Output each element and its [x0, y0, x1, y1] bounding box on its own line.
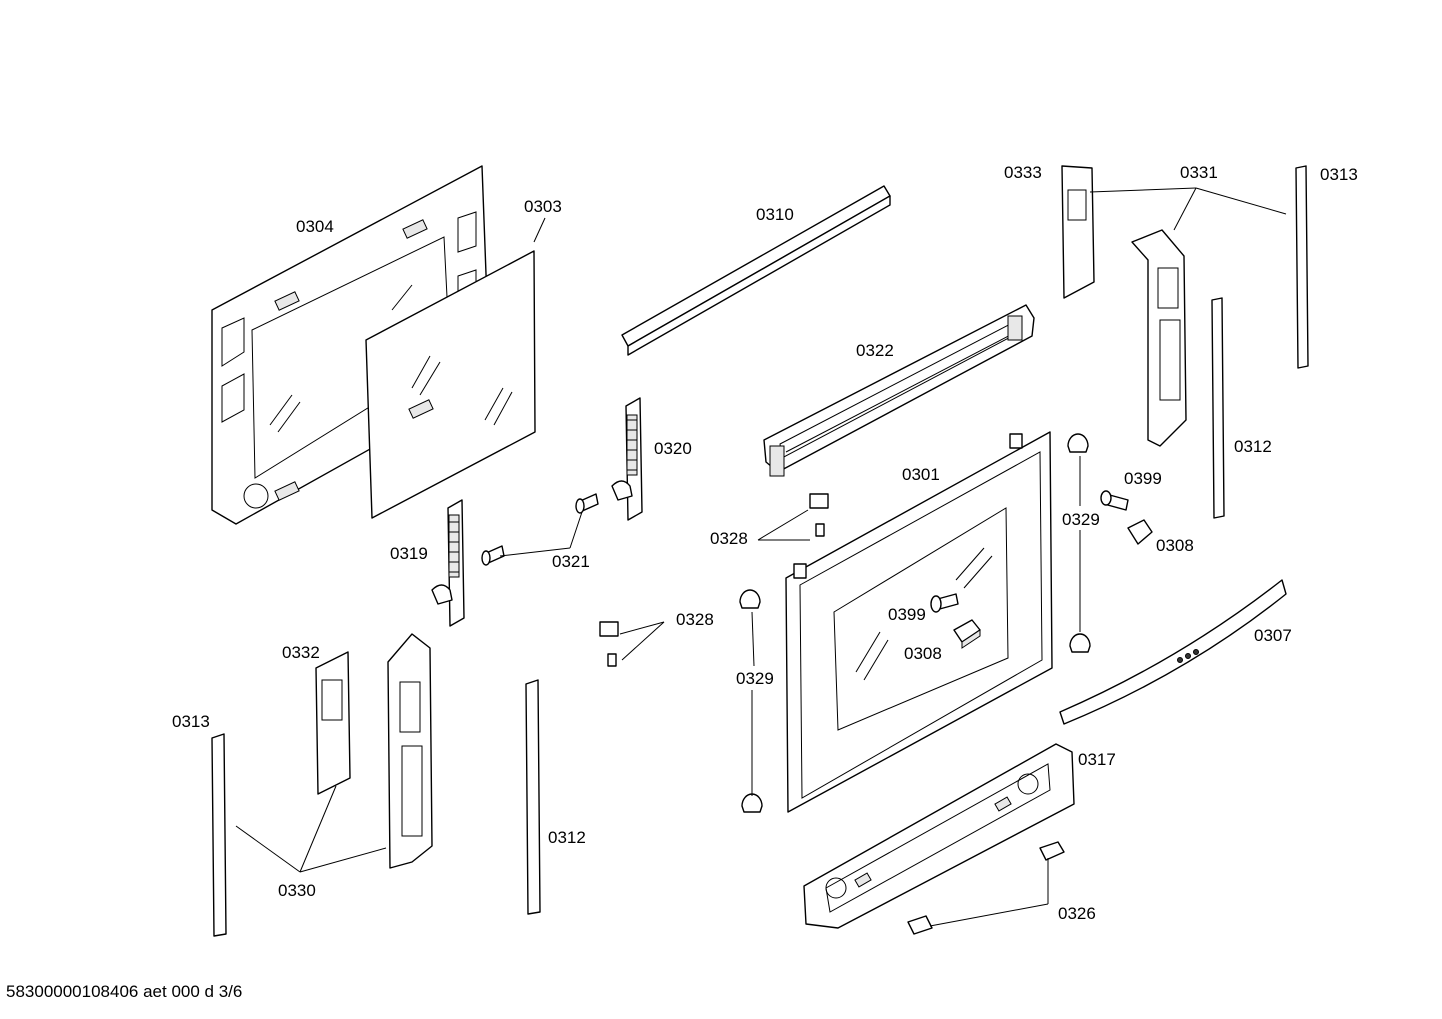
part-0313-strip-left — [211, 733, 227, 937]
label-0321: 0321 — [552, 552, 590, 571]
part-0310-top-strip — [621, 185, 891, 356]
part-0330-side-trim — [387, 633, 433, 869]
label-0303: 0303 — [524, 197, 562, 216]
document-code: 58300000108406 aet 000 d 3/6 — [6, 982, 242, 1001]
label-0319: 0319 — [390, 544, 428, 563]
label-0313-right: 0313 — [1320, 165, 1358, 184]
label-0320: 0320 — [654, 439, 692, 458]
label-0307: 0307 — [1254, 626, 1292, 645]
part-0307-handle — [1059, 579, 1287, 725]
part-0399-0308-right — [1100, 490, 1153, 545]
part-0329-bumpers — [739, 433, 1091, 813]
part-0331-side-trim — [1131, 229, 1187, 447]
label-0312-middle: 0312 — [548, 828, 586, 847]
label-0304: 0304 — [296, 217, 334, 236]
part-0312-strip-middle — [525, 679, 541, 915]
part-0321-pins — [481, 493, 599, 566]
label-0333: 0333 — [1004, 163, 1042, 182]
label-0308-center: 0308 — [904, 644, 942, 663]
part-0322-top-profile — [763, 304, 1035, 477]
part-0399-screw-center — [930, 593, 959, 613]
part-0301-door-frame — [785, 431, 1053, 813]
label-0313-left: 0313 — [172, 712, 210, 731]
part-0319-hinge — [431, 499, 465, 627]
part-labels: 0304 0303 0310 0333 0331 0313 0322 0320 … — [172, 163, 1358, 923]
part-0332-side-cover — [315, 651, 351, 795]
part-0313-strip-right — [1295, 165, 1309, 369]
leader-lines — [235, 187, 1287, 927]
label-0328-upper: 0328 — [710, 529, 748, 548]
label-0310: 0310 — [756, 205, 794, 224]
label-0328-lower: 0328 — [676, 610, 714, 629]
part-0317-bottom-profile — [803, 743, 1075, 929]
label-0322: 0322 — [856, 341, 894, 360]
part-0312-strip-right — [1211, 297, 1225, 519]
part-0304-outer-glass — [211, 165, 491, 525]
label-0331: 0331 — [1180, 163, 1218, 182]
label-0301: 0301 — [902, 465, 940, 484]
label-0329-left: 0329 — [736, 669, 774, 688]
part-0333-side-cover — [1061, 165, 1095, 299]
part-0328-brackets — [599, 493, 829, 667]
part-0326-clips — [907, 841, 1065, 935]
label-0399-center: 0399 — [888, 605, 926, 624]
label-0308-right: 0308 — [1156, 536, 1194, 555]
part-0303-inner-glass — [365, 250, 536, 519]
label-0399-right: 0399 — [1124, 469, 1162, 488]
label-0326: 0326 — [1058, 904, 1096, 923]
label-0330: 0330 — [278, 881, 316, 900]
label-0312-right: 0312 — [1234, 437, 1272, 456]
label-0332: 0332 — [282, 643, 320, 662]
part-0320-hinge — [611, 397, 643, 521]
part-0308-clip-center — [953, 619, 981, 649]
label-0317: 0317 — [1078, 750, 1116, 769]
label-0329-right: 0329 — [1062, 510, 1100, 529]
